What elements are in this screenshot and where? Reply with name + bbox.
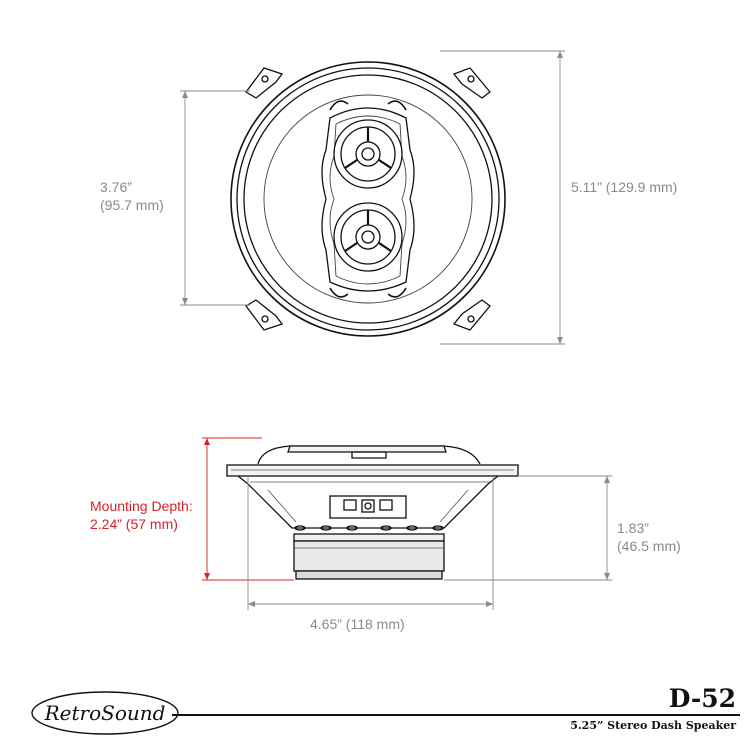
mount-ear-bottom-left <box>245 299 284 331</box>
top-height-label: 3.76” (95.7 mm) <box>100 178 164 214</box>
model-number: D-52 <box>668 684 736 713</box>
side-dimension-lines <box>247 475 612 610</box>
tweeter-bridge <box>321 107 415 292</box>
top-height-mm: (95.7 mm) <box>100 197 164 213</box>
side-height-label: 1.83” (46.5 mm) <box>617 519 681 555</box>
mount-ear-top-right <box>452 67 491 99</box>
mount-ear-bottom-right <box>452 299 491 331</box>
side-height-mm: (46.5 mm) <box>617 538 681 554</box>
mounting-depth-label: Mounting Depth: 2.24” (57 mm) <box>90 497 193 533</box>
mount-ear-top-left <box>245 67 284 99</box>
top-view <box>230 61 506 337</box>
retrosound-logo: RetroSound <box>31 691 179 735</box>
basket <box>237 475 499 529</box>
side-height-inches: 1.83” <box>617 520 649 536</box>
tweeter-upper <box>333 119 403 189</box>
tweeter-lower <box>333 202 403 272</box>
mounting-depth-title: Mounting Depth: <box>90 498 193 514</box>
magnet <box>293 533 445 542</box>
top-dimension-lines <box>180 50 565 345</box>
brand-name: RetroSound <box>44 701 166 725</box>
mounting-depth-value: 2.24” (57 mm) <box>90 516 178 532</box>
vent-holes <box>294 525 444 531</box>
top-outer-label: 5.11” (129.9 mm) <box>571 179 678 195</box>
top-height-inches: 3.76” <box>100 179 132 195</box>
terminal-block <box>329 495 407 519</box>
side-view <box>226 445 519 580</box>
side-width-label: 4.65” (118 mm) <box>310 616 405 632</box>
product-subtitle: 5.25” Stereo Dash Speaker <box>570 719 736 732</box>
outer-rim <box>230 61 506 337</box>
mounting-flange <box>226 464 519 477</box>
